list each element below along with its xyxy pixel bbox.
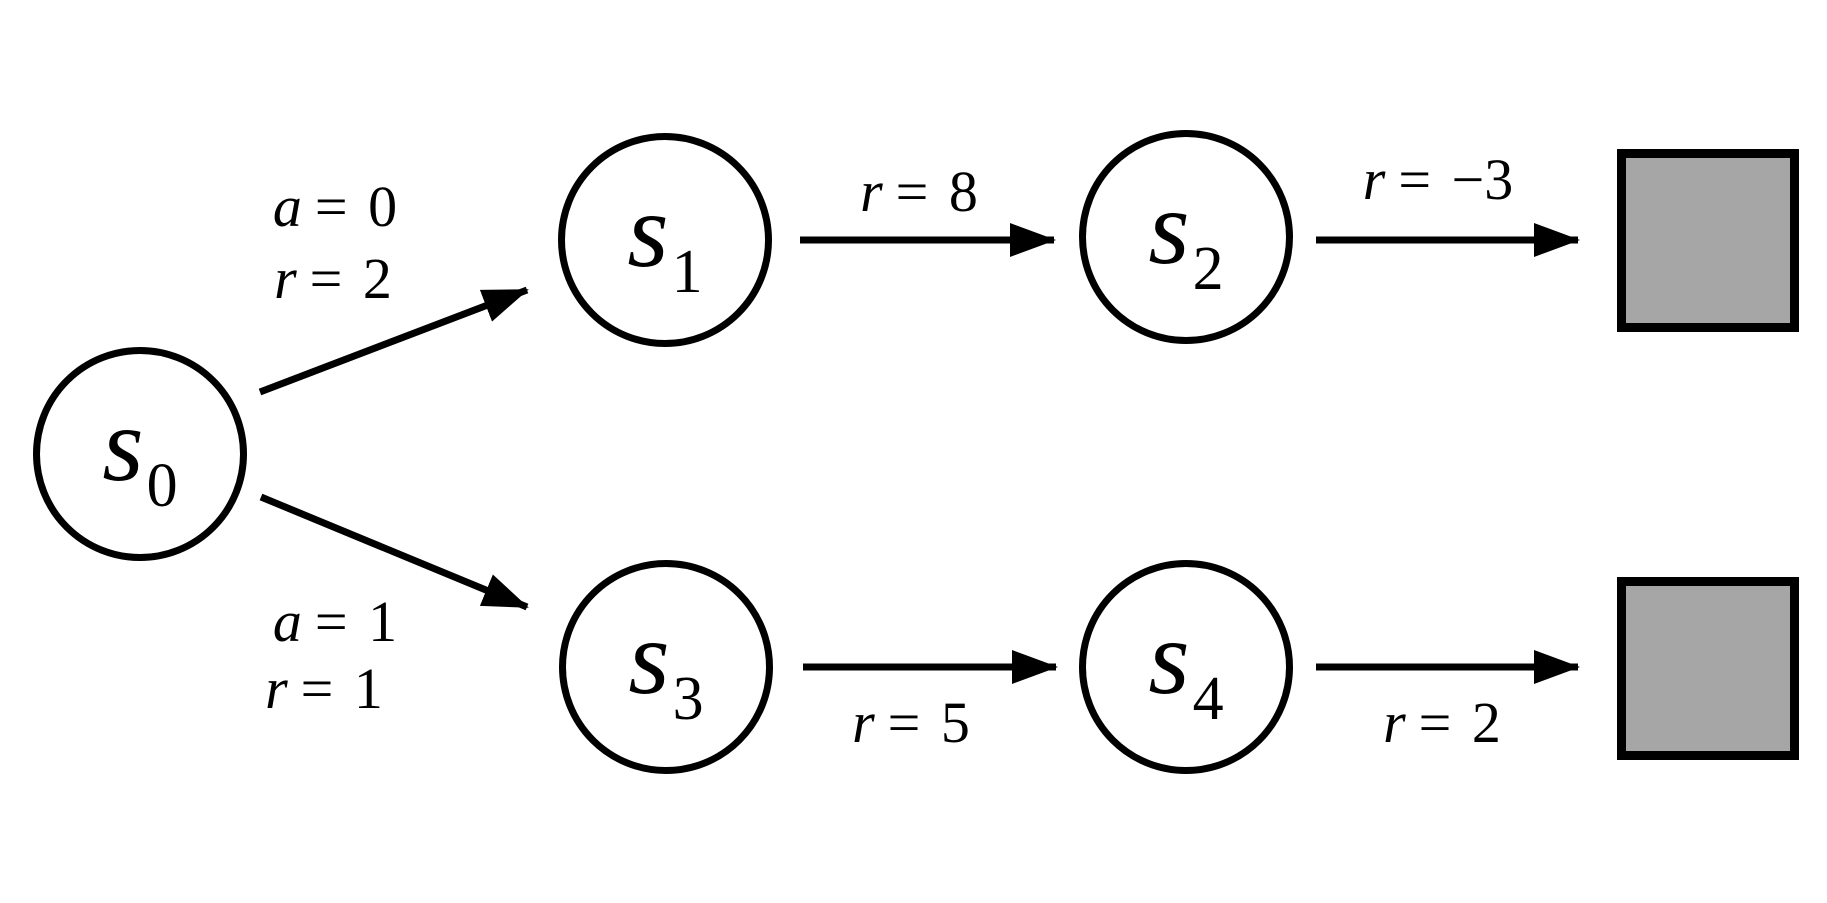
edge-label-s0-s3-action-value: = 1 bbox=[314, 589, 398, 654]
state-node-s4: s4 bbox=[1079, 560, 1293, 774]
state-label-s1-subscript: 1 bbox=[671, 237, 703, 306]
edge-label-s3-s4-reward-variable: r bbox=[852, 690, 875, 755]
edge-label-s2-terminal-reward-variable: r bbox=[1362, 147, 1386, 212]
state-label-s4-subscript: 4 bbox=[1192, 664, 1224, 733]
edge-label-s0-s1-action-value: = 0 bbox=[314, 174, 398, 239]
terminal-state-top bbox=[1617, 149, 1799, 332]
edge-label-s4-terminal-reward-value: = 2 bbox=[1418, 690, 1501, 755]
state-label-s0-base: s bbox=[102, 385, 144, 503]
edge-label-s0-s1-reward-variable: r bbox=[274, 246, 297, 311]
edge-label-s4-terminal-reward: r= 2 bbox=[1383, 694, 1501, 752]
state-node-s1: s1 bbox=[558, 133, 772, 347]
edge-label-s0-s3-reward-variable: r bbox=[265, 656, 288, 721]
edge-arrow-s0-s3 bbox=[259, 493, 529, 611]
edge-label-s1-s2-reward-variable: r bbox=[860, 159, 883, 224]
edge-label-s0-s3-reward: r= 1 bbox=[265, 660, 383, 718]
state-node-s0: s0 bbox=[33, 347, 247, 561]
terminal-state-bottom bbox=[1617, 577, 1799, 760]
edge-label-s4-terminal-reward-variable: r bbox=[1383, 690, 1406, 755]
state-label-s0-subscript: 0 bbox=[146, 451, 178, 520]
state-label-s0: s0 bbox=[102, 391, 178, 520]
state-label-s4-base: s bbox=[1148, 598, 1190, 716]
edge-arrow-s0-s1 bbox=[258, 286, 529, 396]
state-label-s3-base: s bbox=[628, 598, 670, 716]
edge-label-s0-s1-action: a= 0 bbox=[273, 178, 397, 236]
edge-label-s0-s1-reward: r= 2 bbox=[274, 250, 392, 308]
edge-label-s0-s3-action: a= 1 bbox=[273, 593, 397, 651]
edge-label-s0-s3-reward-value: = 1 bbox=[300, 656, 383, 721]
state-label-s2-subscript: 2 bbox=[1192, 234, 1224, 303]
edge-label-s2-terminal-reward-value: = −3 bbox=[1398, 147, 1514, 212]
edge-label-s3-s4-reward: r= 5 bbox=[852, 694, 970, 752]
edge-label-s1-s2-reward: r= 8 bbox=[860, 163, 978, 221]
state-label-s4: s4 bbox=[1148, 604, 1224, 733]
state-label-s1-base: s bbox=[627, 171, 669, 289]
edge-label-s0-s1-action-variable: a bbox=[272, 174, 302, 239]
edge-label-s2-terminal-reward: r= −3 bbox=[1363, 151, 1514, 209]
state-label-s1: s1 bbox=[627, 177, 703, 306]
state-label-s3-subscript: 3 bbox=[672, 664, 704, 733]
state-label-s2-base: s bbox=[1148, 168, 1190, 286]
state-node-s3: s3 bbox=[559, 560, 773, 774]
edge-label-s1-s2-reward-value: = 8 bbox=[895, 159, 978, 224]
edge-label-s3-s4-reward-value: = 5 bbox=[887, 690, 970, 755]
state-node-s2: s2 bbox=[1079, 130, 1293, 344]
state-label-s2: s2 bbox=[1148, 174, 1224, 303]
edge-label-s0-s1-reward-value: = 2 bbox=[309, 246, 392, 311]
edge-label-s0-s3-action-variable: a bbox=[272, 589, 302, 654]
state-label-s3: s3 bbox=[628, 604, 704, 733]
